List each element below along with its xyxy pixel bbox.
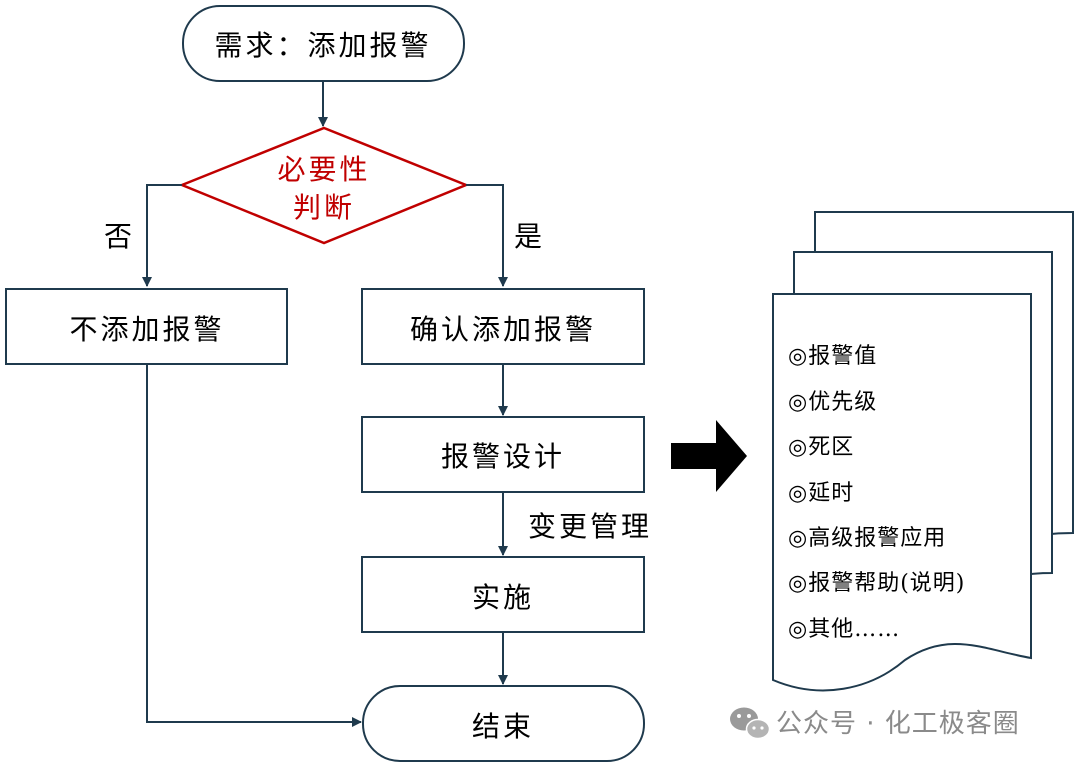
end-label: 结束 [472,710,534,743]
doc-item-delay: ◎延时 [788,481,854,506]
branch-yes-label: 是 [514,220,542,253]
connector-no-add-end [146,364,362,727]
doc-item-alarm-value: ◎报警值 [788,344,877,369]
start-label: 需求：添加报警 [214,29,431,62]
change-mgmt-label: 变更管理 [528,510,652,543]
decision-node: 必要性 判断 [178,126,470,245]
watermark-text: 公众号 · 化工极客圈 [776,709,1020,739]
no-add-node: 不添加报警 [5,288,288,365]
connector-decision-no [142,184,182,287]
implement-label: 实施 [472,581,534,614]
alarm-design-label: 报警设计 [441,440,565,473]
confirm-add-label: 确认添加报警 [410,313,596,346]
doc-item-deadband: ◎死区 [788,435,854,460]
confirm-add-node: 确认添加报警 [361,288,645,365]
decision-label-line2: 判断 [293,191,355,224]
document-stack: ◎报警值 ◎优先级 ◎死区 ◎延时 ◎高级报警应用 ◎报警帮助(说明) ◎其他…… [772,211,1074,692]
watermark: 公众号 · 化工极客圈 [730,707,1020,740]
document-page-front [772,293,1032,692]
start-node: 需求：添加报警 [182,5,465,82]
branch-no-label: 否 [104,220,132,253]
doc-item-other: ◎其他…… [788,617,900,642]
connector-decision-yes [466,184,508,287]
no-add-label: 不添加报警 [69,313,224,346]
implement-node: 实施 [361,556,645,633]
right-arrow-icon [671,420,747,492]
doc-item-advanced: ◎高级报警应用 [788,526,946,551]
end-node: 结束 [362,685,645,762]
decision-label-line1: 必要性 [277,153,370,186]
wechat-icon [730,707,771,740]
alarm-design-node: 报警设计 [361,416,645,493]
doc-item-priority: ◎优先级 [788,390,877,415]
doc-item-help: ◎报警帮助(说明) [788,571,965,596]
